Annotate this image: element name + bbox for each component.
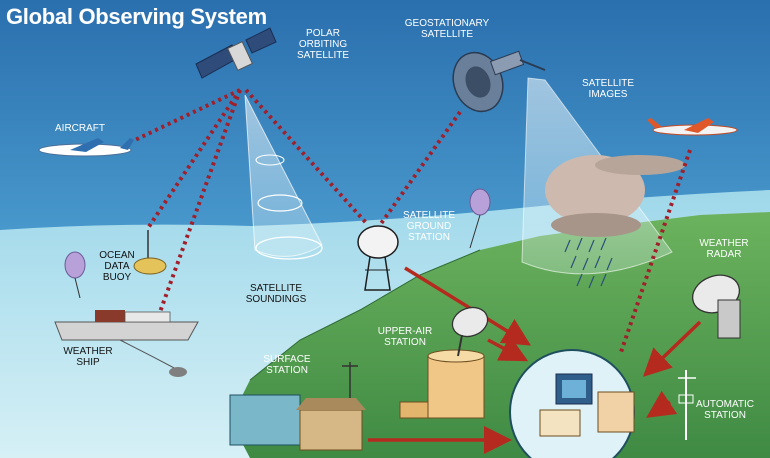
arrow-ground-center — [404, 266, 531, 346]
label-satellite-soundings: SATELLITE SOUNDINGS — [245, 283, 307, 305]
link-geo-ground — [378, 110, 462, 227]
rain-streaks — [564, 237, 613, 289]
label-weather-ship: WEATHER SHIP — [63, 346, 113, 368]
label-upper-air-station: UPPER-AIR STATION — [377, 326, 433, 348]
diagram-title: Global Observing System — [6, 4, 267, 29]
label-geostationary-satellite: GEOSTATIONARY SATELLITE — [404, 18, 490, 40]
ocean-buoy — [133, 230, 167, 275]
label-ocean-data-buoy: OCEAN DATA BUOY — [99, 250, 135, 283]
land-shore — [249, 249, 481, 381]
label-aircraft: AIRCRAFT — [55, 123, 105, 134]
storm-cloud-base — [551, 213, 641, 237]
storm-cloud-top — [595, 155, 685, 175]
arrow-radar-center — [642, 320, 702, 377]
balloon-land — [469, 188, 491, 249]
automatic-station — [678, 370, 696, 440]
link-polar-aircraft — [134, 88, 241, 142]
sounding-ring-1 — [255, 236, 323, 260]
arrow-upper-center — [487, 335, 529, 362]
processing-centre — [509, 349, 635, 458]
label-surface-station: SURFACE STATION — [263, 354, 311, 376]
label-polar-satellite: POLAR ORBITING SATELLITE — [296, 28, 350, 61]
polar-satellite — [195, 27, 277, 79]
link-polar-ship — [158, 89, 242, 313]
aircraft-right — [647, 118, 738, 136]
balloon-ocean — [64, 251, 86, 299]
aircraft-left — [38, 138, 134, 157]
link-aircraft2-center — [618, 149, 692, 356]
surface-station — [229, 362, 366, 451]
data-arrows — [368, 266, 702, 454]
satellite-links — [134, 88, 692, 356]
weather-ship — [54, 310, 199, 377]
ground-station — [357, 225, 399, 291]
link-polar-ground — [244, 88, 370, 227]
sounding-ring-3 — [255, 154, 285, 166]
label-satellite-ground-station: SATELLITE GROUND STATION — [402, 210, 456, 243]
label-automatic-station: AUTOMATIC STATION — [696, 399, 754, 421]
label-weather-radar: WEATHER RADAR — [699, 238, 749, 260]
sounding-ring-2 — [257, 194, 303, 212]
weather-radar — [691, 274, 741, 339]
arrow-auto-center — [646, 390, 678, 418]
upper-air-station — [399, 306, 489, 419]
label-satellite-images: SATELLITE IMAGES — [581, 78, 635, 100]
geostationary-satellite — [452, 50, 546, 113]
